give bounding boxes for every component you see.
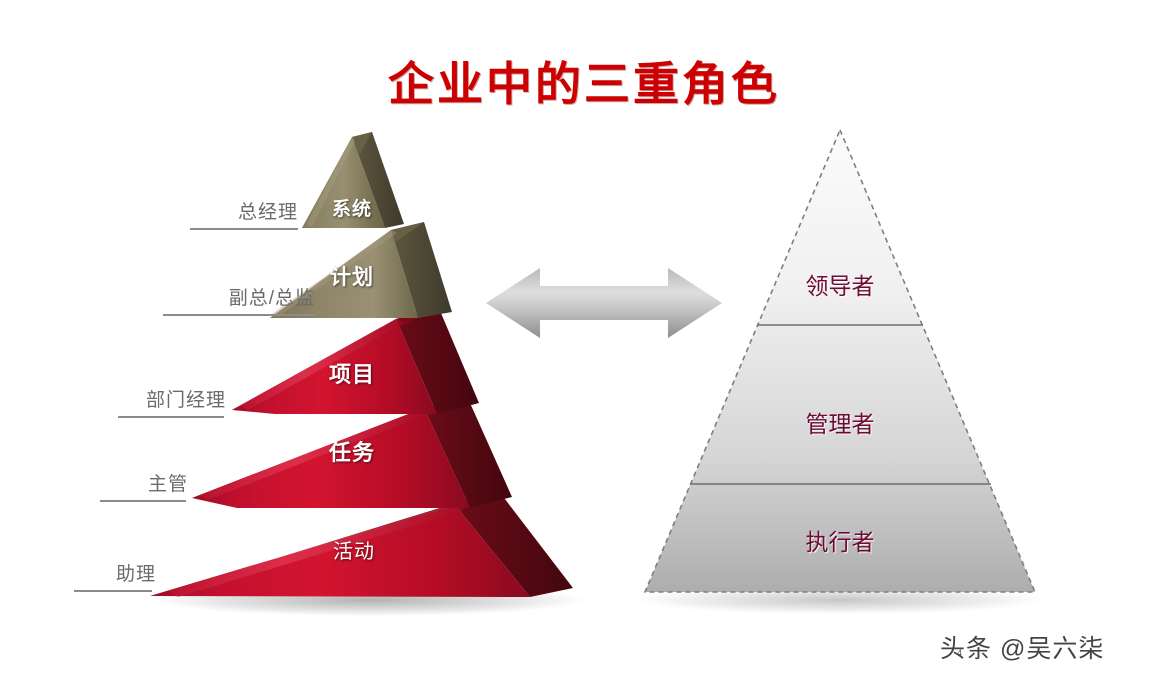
watermark: 头条 @吴六柒 bbox=[940, 635, 1105, 663]
callout-rule bbox=[190, 228, 298, 230]
left-pyramid-graphic bbox=[150, 132, 585, 616]
callout-label: 总经理 bbox=[237, 202, 298, 223]
callout-label: 部门经理 bbox=[145, 390, 226, 411]
callout-label: 助理 bbox=[115, 564, 156, 585]
callout-label: 副总/总监 bbox=[228, 288, 315, 309]
watermark-sub: 4 bbox=[957, 648, 963, 658]
callout-rule bbox=[100, 500, 186, 502]
callout-label: 主管 bbox=[147, 474, 188, 495]
page-title: 企业中的三重角色 bbox=[388, 58, 780, 110]
callout-department-manager: 部门经理 bbox=[118, 384, 226, 418]
right-pyramid-graphic bbox=[635, 127, 1045, 614]
double-arrow-icon bbox=[482, 258, 726, 353]
callout-vp-director: 副总/总监 bbox=[163, 282, 315, 316]
callout-rule bbox=[74, 590, 152, 592]
callout-assistant: 助理 bbox=[74, 558, 155, 592]
callout-supervisor: 主管 bbox=[100, 468, 188, 502]
callout-rule bbox=[118, 416, 224, 418]
left-pyramid: 系统 计划 项目 任务 活动 bbox=[150, 132, 585, 616]
right-pyramid bbox=[620, 0, 1168, 684]
callout-general-manager: 总经理 bbox=[190, 196, 298, 230]
callout-rule bbox=[163, 314, 315, 316]
